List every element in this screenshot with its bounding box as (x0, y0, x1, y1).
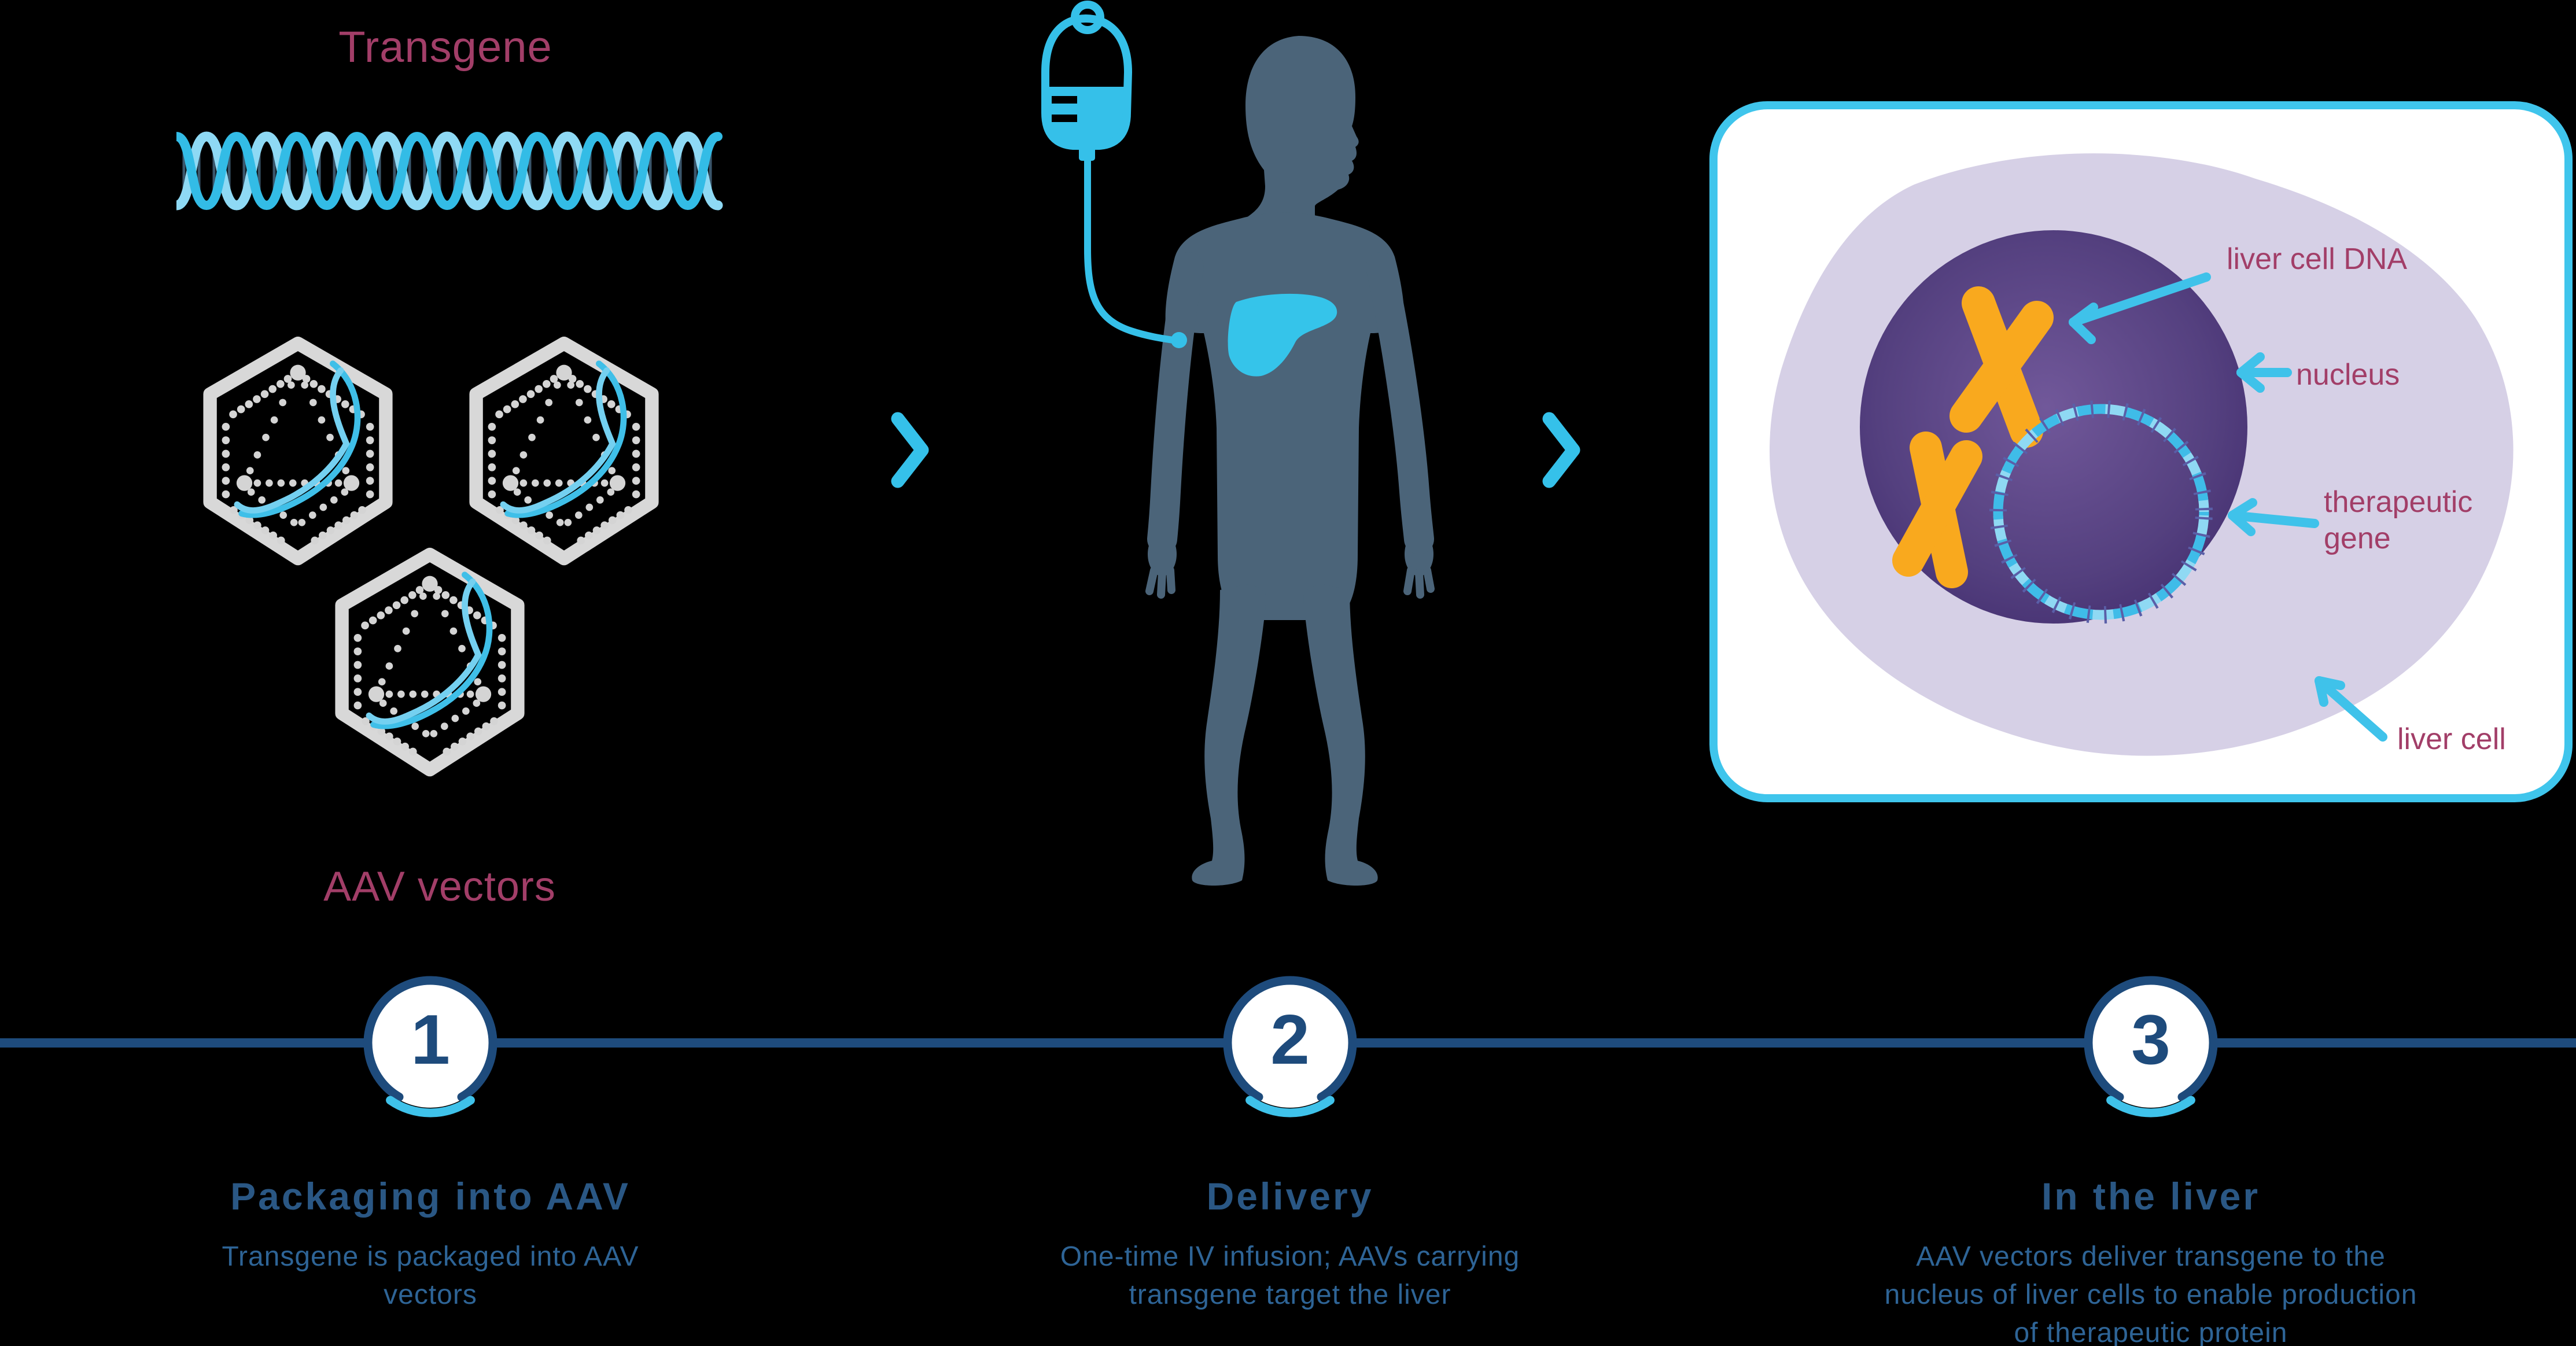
flow-arrow-icon (891, 412, 929, 488)
step-number: 1 (411, 1000, 450, 1079)
step-description-line: vectors (384, 1279, 477, 1311)
liver-cell-label: liver cell (2397, 722, 2506, 756)
therapeutic-gene-label: therapeutic gene (2324, 484, 2472, 558)
step-description-line: of therapeutic protein (2014, 1318, 2288, 1346)
pointer-arrows (2069, 272, 2387, 742)
iv-bag-icon (1041, 1, 1187, 348)
step-description-line: AAV vectors deliver transgene to the (1916, 1241, 2386, 1272)
step-text-2: Delivery One-time IV infusion; AAVs carr… (943, 1174, 1637, 1314)
patient-body-icon (1145, 36, 1435, 886)
step-marker-3: 3 (2067, 959, 2235, 1127)
aav-vector-icon (457, 335, 671, 572)
therapeutic-gene-label-line1: therapeutic (2324, 485, 2473, 519)
transgene-label: Transgene (338, 23, 552, 72)
aav-vector-icon (191, 335, 405, 572)
chromosome-icon (1949, 286, 2054, 448)
step-description-line: transgene target the liver (1129, 1279, 1451, 1311)
therapeutic-gene-label-line2: gene (2324, 522, 2391, 556)
liver-cell-panel: liver cell DNA nucleus therapeutic gene … (1709, 101, 2573, 802)
step-description-line: nucleus of liver cells to enable product… (1884, 1279, 2417, 1311)
aav-vectors-label: AAV vectors (323, 864, 556, 910)
liver-icon (1228, 293, 1337, 377)
step-marker-2: 2 (1206, 959, 1374, 1127)
therapeutic-gene-icon (1989, 400, 2213, 624)
step-marker-1: 1 (347, 959, 514, 1127)
step-title: Delivery (1206, 1175, 1374, 1218)
dna-helix-icon (176, 126, 723, 216)
step-title: In the liver (2041, 1175, 2261, 1218)
step-title: Packaging into AAV (230, 1175, 631, 1218)
flow-arrow-icon (1542, 412, 1580, 488)
step-number: 2 (1270, 1000, 1310, 1079)
liver-cell-dna-label: liver cell DNA (2227, 242, 2408, 276)
step-description-line: One-time IV infusion; AAVs carrying (1060, 1241, 1520, 1272)
step-description-line: Transgene is packaged into AAV (222, 1241, 639, 1272)
step-text-1: Packaging into AAV Transgene is packaged… (83, 1174, 777, 1314)
chromosome-icon (1892, 432, 1982, 588)
step-text-3: In the liver AAV vectors deliver transge… (1804, 1174, 2498, 1346)
aav-vector-icon (323, 547, 537, 783)
cell-illustration (1770, 153, 2514, 756)
nucleus-label: nucleus (2296, 358, 2400, 392)
step-number: 3 (2131, 1000, 2170, 1079)
